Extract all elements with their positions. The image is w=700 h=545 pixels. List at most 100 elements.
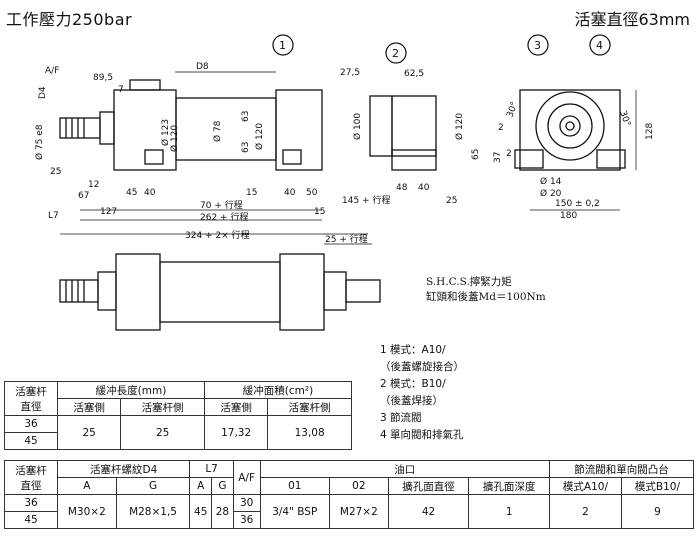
t1-rod-header: 活塞杆 直徑 (4, 381, 58, 416)
t1-piston-side-2: 活塞側 (203, 398, 269, 416)
dim-phi14: Ø 14 (540, 176, 562, 187)
legend: 1 模式：A10/ （後蓋螺旋接合） 2 模式：B10/ （後蓋焊接） 3 節流… (380, 342, 464, 444)
cushion-table: 活塞杆 直徑 緩冲長度(mm) 緩冲面積(cm²) 活塞側 活塞杆側 活塞側 活… (4, 381, 353, 450)
dim-phi100: Ø 100 (352, 113, 363, 140)
dim-262: 262 + 行程 (200, 211, 248, 223)
dim-2: 2 (498, 123, 504, 133)
callout-2-circle (385, 42, 407, 64)
t2-val-spot-dia: 42 (387, 494, 470, 529)
dim-40c: 40 (418, 183, 430, 193)
t2-val-af-36: 36 (232, 511, 261, 529)
dim-50: 50 (306, 188, 318, 198)
dim-63a: 63 (241, 111, 251, 122)
dim-40a: 40 (144, 188, 156, 198)
cylinder-technical-drawing: 1 2 3 4 A/F D4 D8 89,5 7 27,5 62,5 Ø 75 … (34, 34, 655, 331)
dim-150: 150 ± 0,2 (555, 199, 600, 209)
t2-l7-g: G (211, 477, 234, 495)
dim-48: 48 (396, 183, 408, 193)
t2-l7-header: L7 (189, 460, 234, 478)
lower-barrel (159, 261, 281, 323)
t2-valve-header: 節流閥和單向閥凸台 (548, 460, 695, 478)
callout-2: 2 (392, 47, 399, 60)
dim-phi123: Ø 123 (160, 119, 171, 146)
t2-val-spot-depth: 1 (468, 494, 550, 529)
t1-len-piston: 25 (56, 415, 122, 450)
dim-phi120b: Ø 120 (254, 123, 265, 150)
rear-head (275, 89, 323, 171)
t1-rod-side-2: 活塞杆側 (267, 398, 352, 416)
dim-145: 145 + 行程 (342, 194, 390, 206)
dim-2b: 2 (506, 149, 512, 159)
dim-67: 67 (78, 191, 89, 201)
t2-val-l7-a: 45 (189, 494, 213, 529)
dim-phi75: Ø 75 e8 (34, 124, 45, 160)
callout-1: 1 (279, 39, 286, 52)
dim-15b: 15 (314, 207, 325, 217)
side-view-bottom (59, 243, 381, 331)
dim-d4: D4 (38, 86, 48, 99)
dim-25c: 25 + 行程 (325, 233, 368, 245)
callout-1-circle (272, 34, 294, 56)
dim-37: 37 (493, 152, 503, 163)
t2-val-thread-g: M28×1,5 (115, 494, 191, 529)
dim-62-5: 62,5 (404, 69, 424, 79)
dim-phi20: Ø 20 (540, 188, 562, 199)
dim-phi120a: Ø 120 (169, 125, 180, 152)
dim-l7: L7 (48, 211, 59, 221)
t1-cushion-area-header: 緩冲面積(cm²) (203, 381, 353, 399)
dim-40b: 40 (284, 188, 296, 198)
t2-rod-36: 36 (4, 494, 58, 512)
torque-note-line2: 缸頭和後蓋Md＝100Nm (426, 291, 546, 303)
t2-val-af-30: 30 (232, 494, 261, 512)
t2-af-header: A/F (232, 460, 261, 495)
t1-area-rod: 13,08 (267, 415, 352, 450)
dim-45a: 45 (126, 188, 137, 198)
callout-4-circle (589, 34, 611, 56)
dim-127: 127 (100, 207, 117, 217)
end-view-square (519, 89, 621, 171)
dim-15a: 15 (246, 188, 257, 198)
rear-cap-weld-view (369, 95, 393, 157)
legend-3: 3 節流閥 (380, 412, 422, 424)
t2-spot-depth: 擴孔面深度 (468, 477, 550, 495)
t2-thread-header: 活塞杆螺紋D4 (56, 460, 191, 478)
callout-3: 3 (534, 39, 541, 52)
piston-diameter-title: 活塞直徑63mm (574, 10, 690, 29)
t2-val-mode-b: 9 (620, 494, 695, 529)
t2-port-header: 油口 (259, 460, 550, 478)
t1-rod-45: 45 (4, 432, 58, 450)
t2-mode-b: 模式B10/ (620, 477, 695, 495)
dim-65: 65 (471, 149, 481, 160)
t2-l7-a: A (189, 477, 213, 495)
dim-7: 7 (118, 85, 124, 95)
legend-1: 1 模式：A10/ (380, 344, 446, 356)
t2-spot-dia: 擴孔面直徑 (387, 477, 470, 495)
t2-thread-g: G (115, 477, 191, 495)
torque-note-line1: S.H.C.S.擰緊力矩 (426, 276, 512, 288)
t2-rod-45: 45 (4, 511, 58, 529)
working-pressure-title: 工作壓力250bar (6, 10, 133, 29)
dim-63b: 63 (241, 142, 251, 153)
dim-180: 180 (560, 211, 577, 221)
t2-rod-header: 活塞杆 直徑 (4, 460, 58, 495)
dim-30a: 30° (505, 101, 520, 119)
t1-cushion-len-header: 緩冲長度(mm) (57, 381, 205, 399)
legend-1-sub: （後蓋螺旋接合） (380, 361, 464, 373)
t2-port-02: 02 (329, 477, 389, 495)
dim-70: 70 + 行程 (200, 199, 243, 211)
t1-piston-side: 活塞側 (56, 398, 122, 416)
callout-3-circle (527, 34, 549, 56)
t1-area-piston: 17,32 (203, 415, 269, 450)
dim-324: 324 + 2× 行程 (185, 229, 250, 241)
legend-2: 2 模式：B10/ (380, 378, 446, 390)
dim-phi120c: Ø 120 (454, 113, 465, 140)
legend-2-sub: （後蓋焊接） (380, 395, 443, 407)
t1-rod-side: 活塞杆側 (120, 398, 205, 416)
dim-27-5: 27,5 (340, 68, 360, 78)
t2-val-port-02: M27×2 (329, 494, 389, 529)
callout-4: 4 (596, 39, 603, 52)
dim-25b: 25 (446, 196, 457, 206)
t2-val-mode-a: 2 (548, 494, 622, 529)
t1-rod-36: 36 (4, 415, 58, 433)
dim-128: 128 (645, 123, 655, 140)
